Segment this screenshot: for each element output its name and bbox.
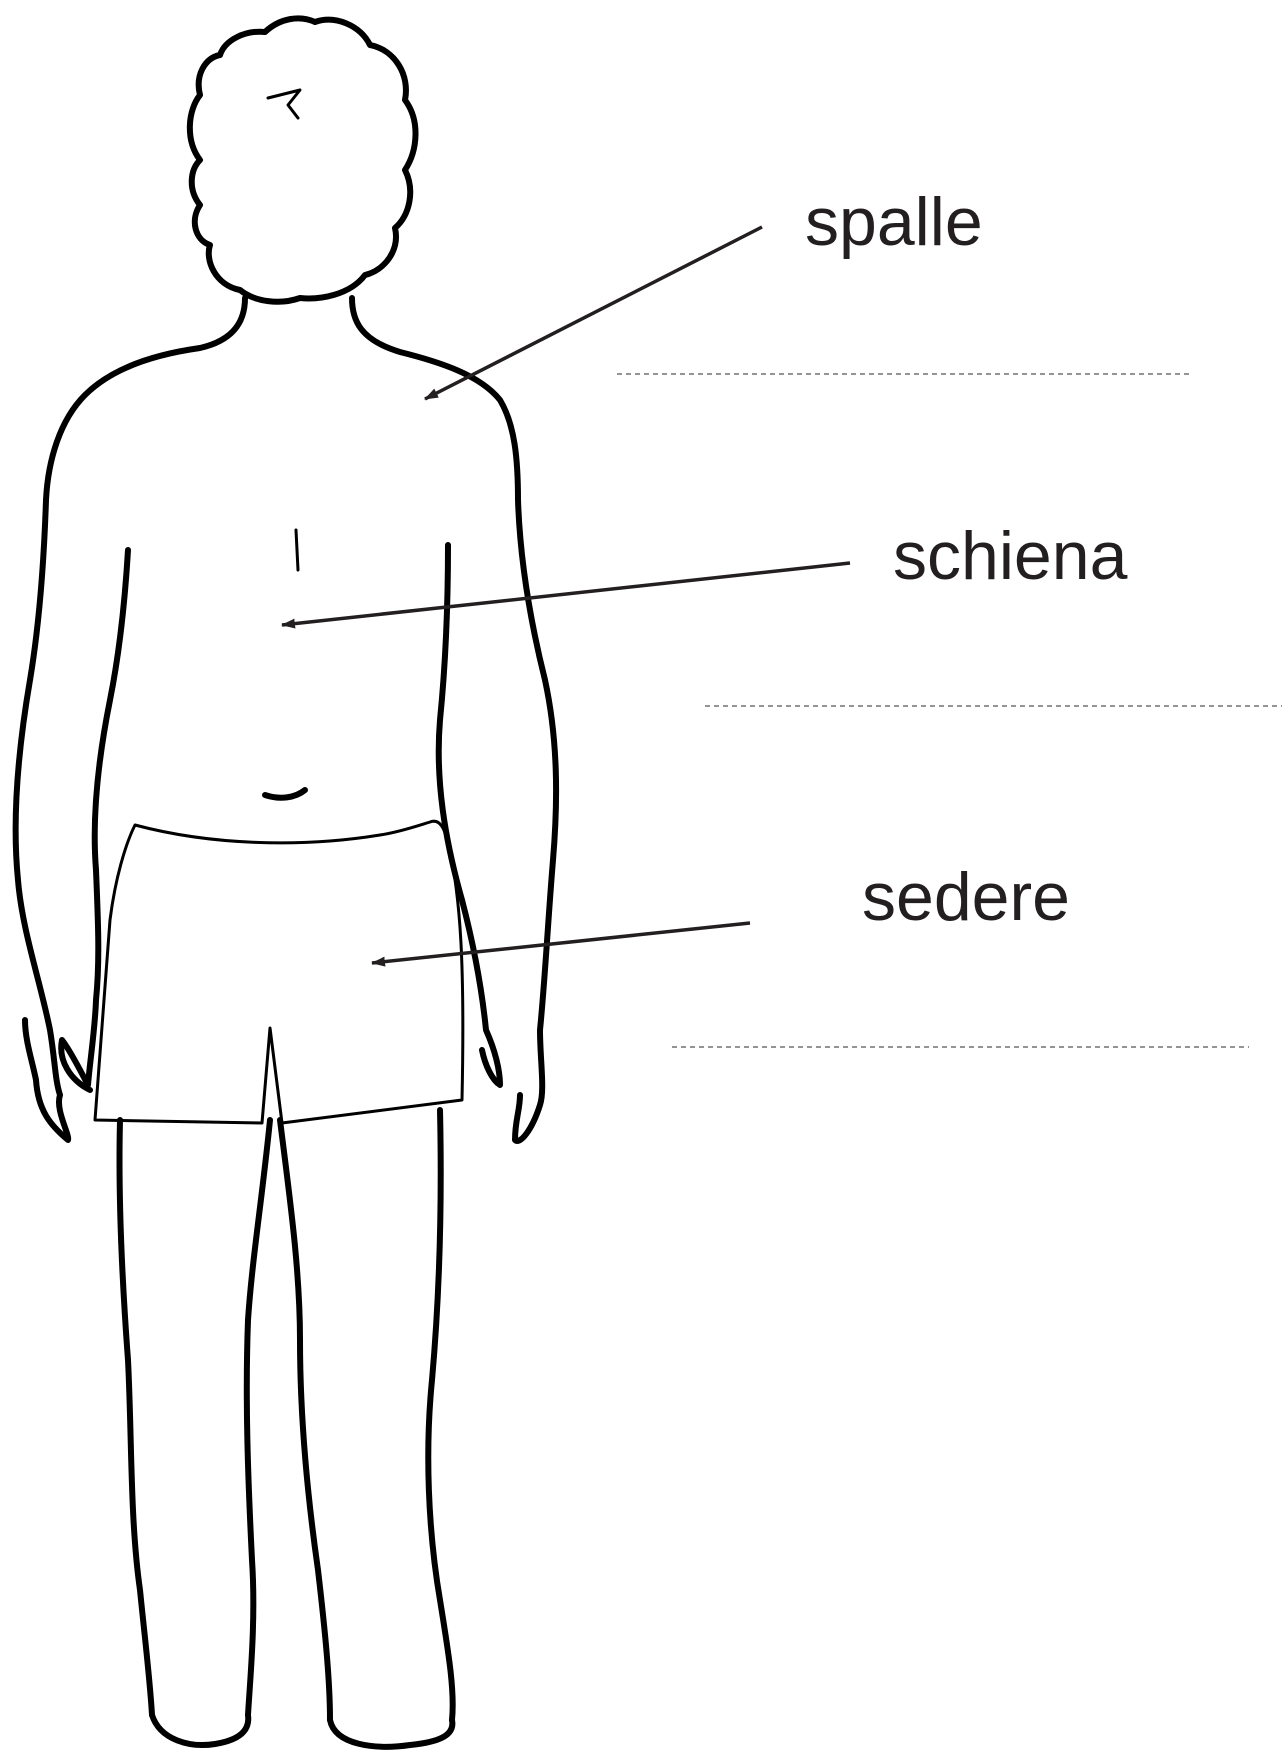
head-outline: [190, 18, 416, 301]
sternum-mark: [296, 530, 298, 570]
left-foot: [152, 1715, 248, 1745]
right-body-outline: [352, 298, 556, 1141]
left-inner-arm: [61, 550, 128, 1090]
label-spalle: spalle: [805, 188, 983, 256]
label-sedere: sedere: [862, 863, 1070, 931]
right-leg-inner: [280, 1120, 330, 1720]
navel-mark: [265, 790, 305, 798]
arrow-sedere: [372, 923, 750, 963]
left-body-outline: [16, 298, 245, 1140]
hair-mark: [268, 90, 300, 118]
left-leg-inner: [247, 1120, 270, 1715]
label-schiena: schiena: [893, 522, 1127, 590]
arrow-spalle: [425, 227, 762, 399]
arrow-schiena: [282, 563, 850, 625]
shorts-outline: [95, 821, 463, 1123]
right-leg-outer: [428, 1110, 452, 1720]
left-leg-outer: [119, 1120, 152, 1715]
right-inner-arm: [439, 545, 500, 1085]
right-foot: [330, 1720, 452, 1747]
